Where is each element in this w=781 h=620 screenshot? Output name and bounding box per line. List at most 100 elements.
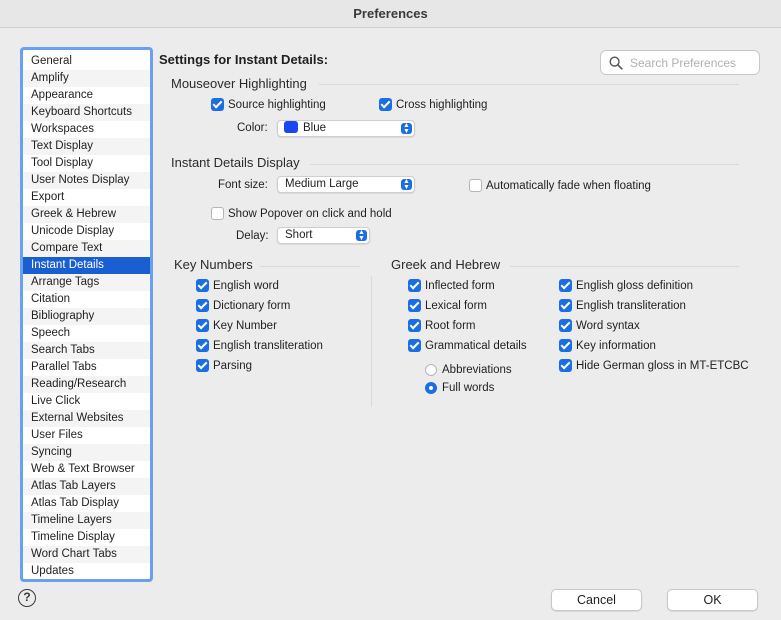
gh-hide-german-gloss-checkbox[interactable]: Hide German gloss in MT-ETCBC	[559, 359, 749, 372]
sidebar-item-compare-text[interactable]: Compare Text	[23, 240, 150, 257]
sidebar-item-export[interactable]: Export	[31, 191, 65, 203]
checkbox-label: English transliteration	[213, 339, 323, 352]
checkbox-label: Hide German gloss in MT-ETCBC	[576, 359, 749, 372]
chevron-updown-icon: ▲▼	[401, 178, 412, 191]
show-popover-checkbox[interactable]: Show Popover on click and hold	[211, 207, 392, 220]
color-select[interactable]: Blue ▲▼	[277, 120, 415, 137]
radio-selected-icon	[425, 382, 437, 394]
page-title: Settings for Instant Details:	[159, 52, 329, 67]
sidebar-item-parallel-tabs[interactable]: Parallel Tabs	[31, 361, 97, 373]
gh-english-transliteration-checkbox[interactable]: English transliteration	[559, 299, 686, 312]
sidebar-item-user-files[interactable]: User Files	[31, 429, 83, 441]
checkbox-checked-icon	[559, 319, 572, 332]
kn-dictionary-form-checkbox[interactable]: Dictionary form	[196, 299, 290, 312]
search-input[interactable]	[628, 54, 756, 72]
checkbox-label: English gloss definition	[576, 279, 693, 292]
radio-label: Full words	[442, 382, 495, 394]
checkbox-label: Grammatical details	[425, 339, 527, 352]
sidebar-item-reading-research[interactable]: Reading/Research	[23, 376, 150, 393]
sidebar-item-keyboard-shortcuts[interactable]: Keyboard Shortcuts	[23, 104, 150, 121]
chevron-updown-icon: ▲▼	[401, 122, 412, 135]
search-icon	[609, 56, 623, 73]
checkbox-label: Automatically fade when floating	[486, 179, 651, 192]
divider-vertical	[371, 276, 372, 407]
checkbox-unchecked-icon	[469, 179, 482, 192]
sidebar-item-timeline-layers[interactable]: Timeline Layers	[23, 512, 150, 529]
checkbox-unchecked-icon	[211, 207, 224, 220]
divider	[260, 266, 360, 267]
sidebar-item-web-text-browser[interactable]: Web & Text Browser	[31, 463, 135, 475]
delay-label: Delay:	[236, 230, 269, 242]
sidebar-item-syncing[interactable]: Syncing	[23, 444, 150, 461]
auto-fade-checkbox[interactable]: Automatically fade when floating	[469, 179, 651, 192]
sidebar-item-atlas-tab-layers[interactable]: Atlas Tab Layers	[23, 478, 150, 495]
sidebar-item-instant-details[interactable]: Instant Details	[23, 257, 150, 274]
sidebar-item-text-display[interactable]: Text Display	[23, 138, 150, 155]
checkbox-label: Dictionary form	[213, 299, 291, 312]
sidebar-item-live-click[interactable]: Live Click	[31, 395, 81, 407]
checkbox-checked-icon	[408, 319, 421, 332]
sidebar-item-bibliography[interactable]: Bibliography	[23, 308, 150, 325]
search-field[interactable]	[600, 50, 760, 75]
sidebar-item-amplify[interactable]: Amplify	[23, 70, 150, 87]
gh-grammatical-details-checkbox[interactable]: Grammatical details	[408, 339, 527, 352]
sidebar-item-updates[interactable]: Updates	[31, 565, 74, 577]
delay-select[interactable]: Short ▲▼	[277, 227, 370, 244]
gh-inflected-form-checkbox[interactable]: Inflected form	[408, 279, 495, 292]
sidebar-item-atlas-tab-display[interactable]: Atlas Tab Display	[31, 497, 119, 509]
key-numbers-title: Key Numbers	[174, 257, 253, 272]
gh-word-syntax-checkbox[interactable]: Word syntax	[559, 319, 640, 332]
kn-key-number-checkbox[interactable]: Key Number	[196, 319, 277, 332]
sidebar-item-timeline-display[interactable]: Timeline Display	[31, 531, 115, 543]
gh-key-information-checkbox[interactable]: Key information	[559, 339, 656, 352]
checkbox-checked-icon	[408, 279, 421, 292]
font-size-select-value: Medium Large	[285, 178, 359, 190]
checkbox-label: Show Popover on click and hold	[228, 207, 392, 220]
kn-parsing-checkbox[interactable]: Parsing	[196, 359, 252, 372]
sidebar-item-appearance[interactable]: Appearance	[31, 89, 94, 101]
checkbox-checked-icon	[196, 279, 209, 292]
gh-lexical-form-checkbox[interactable]: Lexical form	[408, 299, 487, 312]
cancel-button[interactable]: Cancel	[551, 589, 642, 611]
sidebar-item-greek-hebrew[interactable]: Greek & Hebrew	[23, 206, 150, 223]
checkbox-checked-icon	[211, 98, 224, 111]
sidebar-item-user-notes-display[interactable]: User Notes Display	[23, 172, 150, 189]
radio-unselected-icon	[425, 364, 437, 376]
checkbox-checked-icon	[559, 279, 572, 292]
sidebar-item-word-chart-tabs[interactable]: Word Chart Tabs	[23, 546, 150, 563]
checkbox-label: Inflected form	[425, 279, 495, 292]
sidebar-item-search-tabs[interactable]: Search Tabs	[23, 342, 150, 359]
ok-button[interactable]: OK	[667, 589, 758, 611]
full-words-radio[interactable]: Full words	[425, 382, 494, 394]
gh-root-form-checkbox[interactable]: Root form	[408, 319, 476, 332]
checkbox-label: Lexical form	[425, 299, 487, 312]
radio-label: Abbreviations	[442, 364, 512, 376]
greek-hebrew-title: Greek and Hebrew	[391, 257, 501, 272]
sidebar-item-workspaces[interactable]: Workspaces	[31, 123, 95, 135]
gh-english-gloss-checkbox[interactable]: English gloss definition	[559, 279, 693, 292]
sidebar-item-arrange-tags[interactable]: Arrange Tags	[23, 274, 150, 291]
cross-highlighting-checkbox[interactable]: Cross highlighting	[379, 98, 487, 111]
checkbox-label: Word syntax	[576, 319, 640, 332]
checkbox-label: English transliteration	[576, 299, 686, 312]
checkbox-label: Root form	[425, 319, 476, 332]
mouseover-highlighting-title: Mouseover Highlighting	[171, 76, 307, 91]
sidebar-item-citation[interactable]: Citation	[31, 293, 70, 305]
sidebar-item-speech[interactable]: Speech	[31, 327, 71, 339]
sidebar-item-external-websites[interactable]: External Websites	[23, 410, 150, 427]
kn-english-transliteration-checkbox[interactable]: English transliteration	[196, 339, 323, 352]
checkbox-checked-icon	[408, 339, 421, 352]
abbreviations-radio[interactable]: Abbreviations	[425, 364, 512, 376]
checkbox-label: Key information	[576, 339, 656, 352]
kn-english-word-checkbox[interactable]: English word	[196, 279, 279, 292]
sidebar-item-unicode-display[interactable]: Unicode Display	[31, 225, 115, 237]
help-button[interactable]: ?	[18, 589, 36, 607]
preferences-sidebar[interactable]: General Amplify Appearance Keyboard Shor…	[20, 47, 153, 582]
checkbox-checked-icon	[196, 299, 209, 312]
divider	[510, 266, 739, 267]
sidebar-item-tool-display[interactable]: Tool Display	[31, 157, 93, 169]
font-size-select[interactable]: Medium Large ▲▼	[277, 176, 415, 193]
source-highlighting-checkbox[interactable]: Source highlighting	[211, 98, 326, 111]
font-size-label: Font size:	[218, 179, 268, 191]
sidebar-item-general[interactable]: General	[31, 55, 72, 67]
